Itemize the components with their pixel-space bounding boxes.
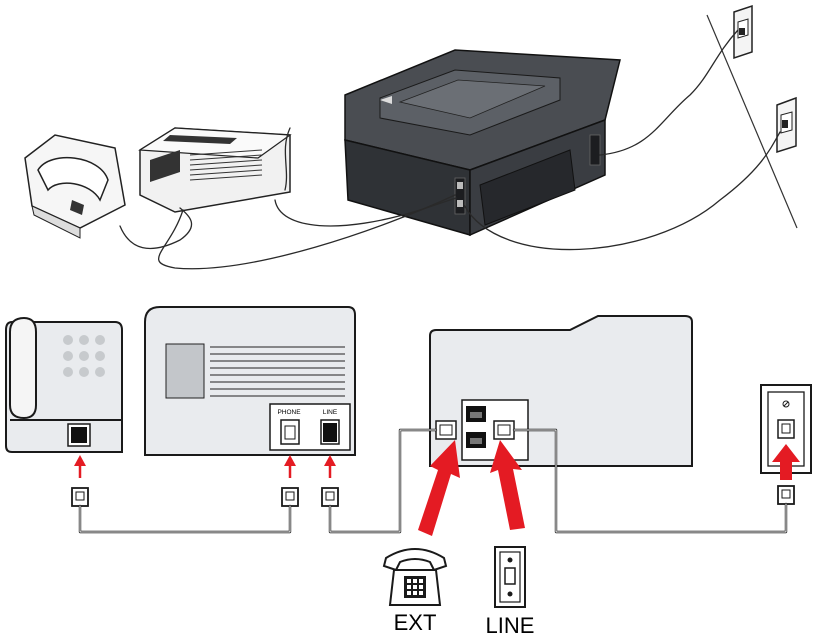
top-illustration — [24, 4, 798, 270]
wall-jack-upper — [733, 4, 753, 60]
plug-icon — [281, 487, 299, 507]
arrow-up-icon — [74, 455, 86, 478]
answering-machine-device: PHONE LINE — [144, 306, 356, 456]
ext-port — [435, 420, 457, 440]
ext-caption: EXT — [394, 610, 437, 635]
phone-jack-port — [67, 423, 91, 447]
answering-machine-illustration — [138, 127, 292, 213]
printer-device — [429, 315, 693, 467]
display-panel — [165, 343, 205, 399]
plug-icon — [71, 487, 89, 507]
bottom-schematic: PHONE LINE — [5, 306, 812, 637]
arrow-line-icon — [490, 440, 525, 530]
line-port-jack — [320, 419, 340, 445]
top-cables — [119, 29, 781, 270]
telephone-device — [5, 316, 123, 453]
phone-illustration — [24, 134, 126, 239]
printer-phone-ports — [466, 406, 486, 448]
telephone-icon — [382, 548, 448, 606]
plug-icon — [777, 485, 795, 505]
arrow-up-icon — [324, 455, 336, 478]
wall-jack-lower — [776, 96, 797, 154]
arrow-up-icon — [284, 455, 296, 478]
plug-icon — [321, 487, 339, 507]
phone-port-jack — [280, 419, 300, 445]
printer-illustration — [344, 49, 621, 237]
bottom-cables — [78, 428, 788, 534]
line-port — [493, 420, 515, 440]
speaker-grille — [210, 346, 345, 397]
connection-arrows — [74, 440, 800, 536]
rj11-plugs — [71, 485, 795, 507]
keypad-icon — [63, 335, 105, 377]
line-caption: LINE — [486, 613, 535, 637]
wall-jack-icon — [494, 546, 526, 608]
phone-port-label: PHONE — [277, 409, 301, 416]
arrow-ext-icon — [418, 440, 460, 536]
arrow-up-wall-icon — [772, 444, 800, 480]
line-port-label: LINE — [323, 409, 338, 416]
